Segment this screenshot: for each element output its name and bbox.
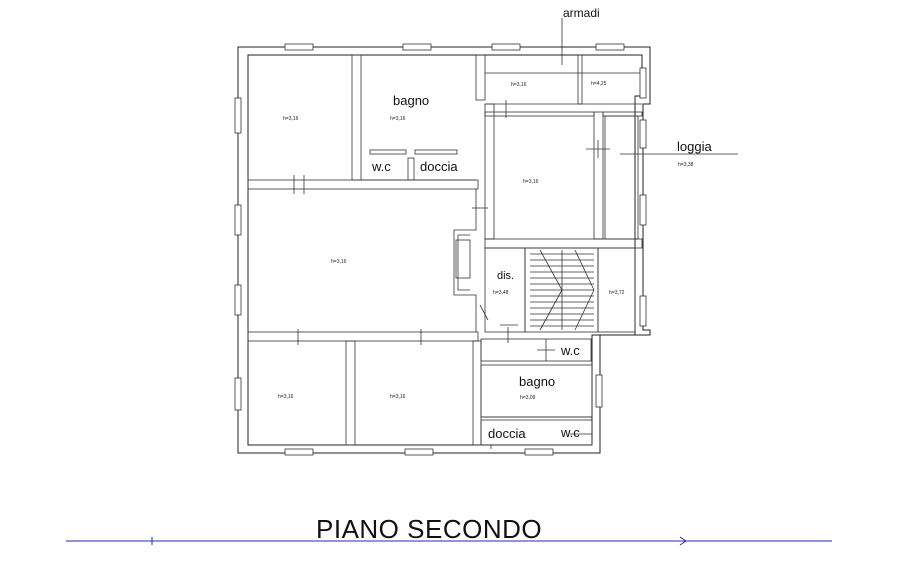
- height-loggia: h=3,38: [678, 162, 694, 168]
- height-room-nw: h=3,16: [283, 116, 299, 122]
- height-dis: h=3,48: [493, 290, 509, 296]
- height-bagno-bottom: h=3,09: [520, 395, 536, 401]
- label-bagno-bottom: bagno: [519, 374, 555, 389]
- stairs: [530, 249, 595, 331]
- windows: [234, 43, 647, 456]
- height-room-s: h=3,16: [390, 394, 406, 400]
- height-living: h=3,16: [331, 259, 347, 265]
- interior-walls: [247, 54, 643, 446]
- label-doccia-top: doccia: [420, 159, 458, 174]
- label-loggia: loggia: [677, 139, 712, 154]
- height-room-e: h=3,16: [523, 179, 539, 185]
- plan-title: PIANO SECONDO: [316, 514, 542, 544]
- height-bagno-top: h=3,16: [390, 116, 406, 122]
- label-wc-top: w.c: [371, 159, 391, 174]
- label-wc-bottom: w.c: [560, 343, 580, 358]
- label-doccia-bottom: doccia: [488, 426, 526, 441]
- height-stair-e: h=3,72: [609, 290, 625, 296]
- baseline-arrow: [679, 536, 687, 546]
- height-armadi: h=4,25: [591, 81, 607, 87]
- label-armadi: armadi: [563, 6, 600, 20]
- label-bagno-top: bagno: [393, 93, 429, 108]
- label-wc-bottom2: w.c: [560, 425, 580, 440]
- height-corridor-top: h=3,16: [511, 82, 527, 88]
- doors: [293, 100, 610, 449]
- outer-walls: [237, 46, 651, 454]
- height-room-sw: h=3,16: [278, 394, 294, 400]
- label-dis: dis.: [497, 270, 514, 282]
